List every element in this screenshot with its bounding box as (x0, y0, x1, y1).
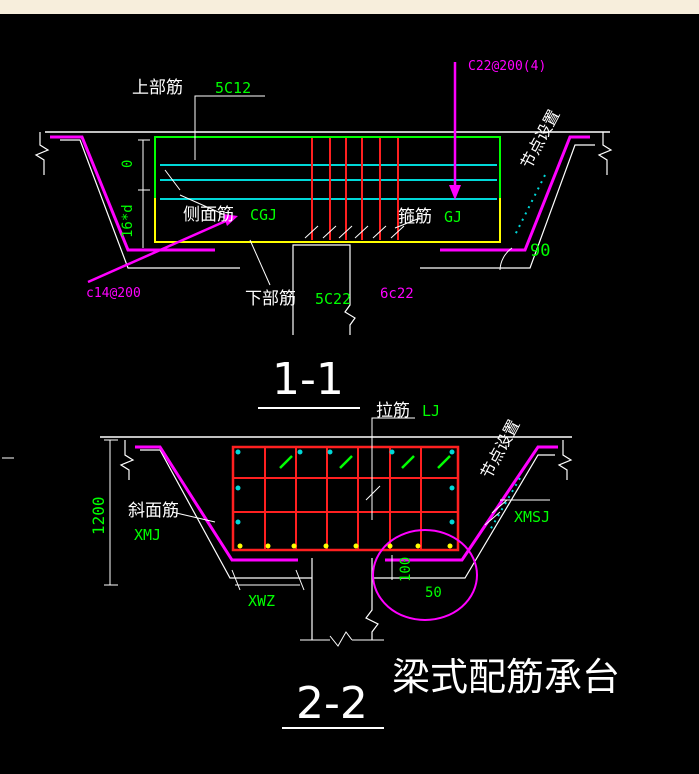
dim-height: 1200 (89, 496, 108, 535)
break-mark-left (34, 132, 50, 175)
ties (279, 455, 451, 469)
dim-leader (164, 169, 181, 191)
caption: 梁式配筋承台 (392, 655, 620, 699)
xwz-tick-right (295, 569, 305, 591)
slope-rebar-right (440, 135, 590, 252)
detail-circle (372, 529, 478, 621)
mesh-lines (233, 447, 458, 550)
top-bar-leader (194, 95, 265, 160)
beam-lower-box (154, 198, 501, 243)
section-title-2: 2-2 (296, 678, 368, 729)
bottom-bar-leader (249, 239, 271, 286)
beam-outline (154, 136, 501, 243)
pile2-break (329, 631, 353, 647)
tie-leader-tick (365, 485, 381, 501)
node-label-2: 节点设置 (477, 416, 524, 481)
slope-label: 斜面筋 (128, 501, 179, 521)
side-bar-leader (179, 194, 226, 216)
side-callout: c14@200 (86, 286, 141, 301)
tick-marks (304, 225, 405, 239)
bottom-bar-value: 5C22 (315, 290, 351, 308)
section-2-2 (100, 417, 573, 729)
pit-outline-left (60, 139, 240, 269)
side-bar-label: 侧面筋 (183, 205, 234, 225)
xwz-tick-left (231, 569, 241, 591)
dim-100: 100 (398, 557, 414, 582)
pit2-outline-left (140, 449, 312, 579)
side-arrowhead (223, 214, 238, 226)
stirrup-arrowhead (449, 185, 461, 200)
right-slope-value: XMSJ (514, 508, 550, 526)
xmsj-ticks (484, 499, 550, 526)
angle-arc (499, 247, 513, 271)
side-callout-arrow (87, 218, 229, 284)
top-bar-value: 5C12 (215, 79, 251, 97)
stirrup-leader (394, 217, 421, 229)
break-mark-left-2 (119, 440, 135, 480)
rebar-dots (235, 449, 455, 549)
side-bar-value: CGJ (250, 206, 277, 224)
pile2-body (311, 558, 379, 640)
dim-zero: 0 (120, 160, 136, 168)
slope2-rebar-left (135, 445, 298, 562)
bottom-bar-label: 下部筋 (245, 289, 296, 309)
stirrup-label: 箍筋 (398, 207, 432, 227)
section-title-1: 1-1 (272, 354, 344, 405)
dim-50: 50 (425, 585, 442, 601)
stirrups (311, 138, 399, 240)
node-dotted-line-2 (489, 477, 521, 531)
top-bar-label: 上部筋 (132, 78, 183, 98)
slope-leader (171, 511, 216, 523)
angle-label: 90 (530, 241, 550, 261)
tie-value: LJ (422, 402, 440, 420)
pile-body (292, 268, 356, 335)
mesh-box (231, 445, 460, 552)
stirrup-callout: C22@200(4) (468, 59, 546, 74)
slope2-rebar-right (385, 445, 558, 562)
dim-16d: 16*d (120, 204, 136, 238)
tie-leader (371, 417, 415, 520)
section-1-1 (34, 62, 613, 409)
top-window-strip (0, 0, 699, 14)
bottom-extra: 6c22 (380, 286, 414, 302)
pile-top (292, 244, 351, 268)
pit-outline-right (420, 144, 595, 269)
slope-rebar-left (50, 135, 215, 252)
slope-value: XMJ (134, 526, 161, 544)
node-dotted-line (514, 174, 546, 236)
break-mark-right-2 (557, 440, 573, 480)
tie-label: 拉筋 (376, 401, 410, 421)
break-mark-right (597, 132, 613, 175)
stirrup-value: GJ (444, 208, 462, 226)
bottom-value: XWZ (248, 592, 275, 610)
node-label-1: 节点设置 (517, 106, 564, 171)
